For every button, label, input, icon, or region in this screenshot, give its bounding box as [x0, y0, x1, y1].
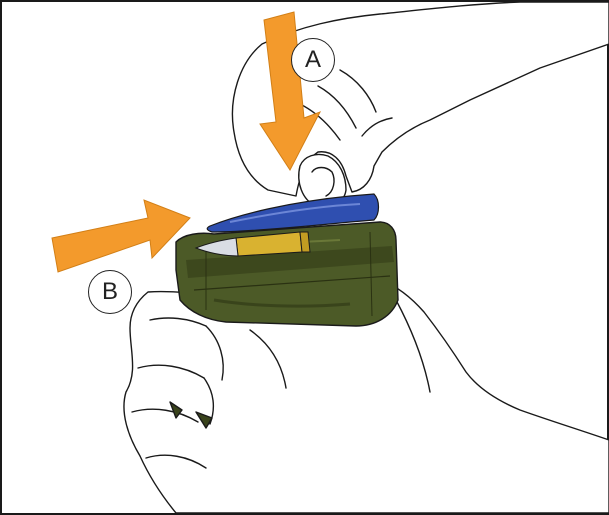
callout-b-label: B	[88, 270, 132, 314]
arrow-b	[52, 200, 190, 272]
callout-a-label: A	[291, 38, 335, 82]
